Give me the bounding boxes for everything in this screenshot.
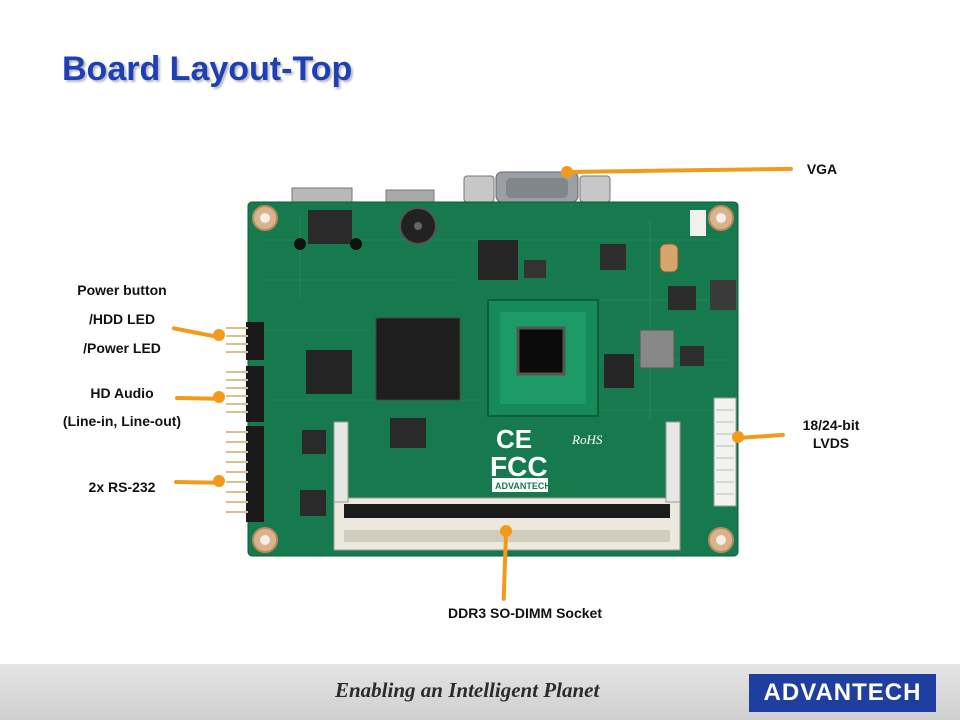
ddr3-callout-dot: [500, 525, 512, 537]
rs232-callout-dot: [213, 475, 225, 487]
chipset: [375, 317, 461, 401]
lvds-connector: [713, 397, 737, 507]
vga-callout-dot: [561, 166, 573, 178]
lvds-label: LVDS: [812, 435, 850, 451]
power-led-label: /Power LED: [83, 340, 161, 356]
pin-headers: [246, 322, 264, 522]
ddr3-socket-label: DDR3 SO-DIMM Socket: [447, 605, 603, 621]
cpu-die: [516, 326, 566, 376]
advantech-logo: ADVANTECH: [749, 674, 936, 712]
hd-audio-label: HD Audio: [90, 385, 154, 401]
footer-tagline: Enabling an Intelligent Planet: [335, 678, 600, 702]
rs232-label: 2x RS-232: [88, 479, 156, 495]
slide-title: Board Layout-Top: [62, 50, 353, 88]
brand-marking: ADVANTECH: [495, 481, 551, 491]
vga-label: VGA: [806, 161, 838, 177]
lvds-callout-dot: [732, 431, 744, 443]
ce-marking: CE: [496, 424, 532, 454]
power-callout-dot: [213, 329, 225, 341]
audio-callout-dot: [213, 391, 225, 403]
hdd-led-label: /HDD LED: [88, 311, 156, 327]
lvds-bits-label: 18/24-bit: [802, 417, 860, 433]
power-button-label: Power button: [77, 282, 167, 298]
line-in-out-label: (Line-in, Line-out): [62, 413, 182, 429]
fcc-marking: FCC: [490, 451, 548, 482]
rohs-marking: RoHS: [571, 432, 603, 447]
